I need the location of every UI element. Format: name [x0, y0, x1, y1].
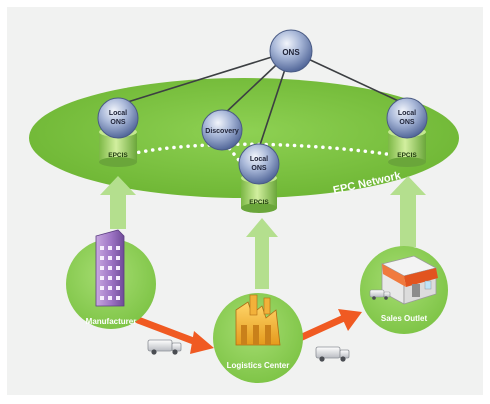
arrow-logistics-up: [246, 218, 278, 289]
manufacturer-node: Manufacturer: [66, 229, 156, 329]
factory-icon: [235, 294, 281, 346]
local-ons-sphere-left: Local ONS: [97, 97, 139, 139]
svg-text:ONS: ONS: [251, 165, 267, 172]
store-icon: [380, 255, 438, 305]
orange-flow-arrows: [134, 309, 362, 354]
svg-text:EPCIS: EPCIS: [249, 199, 269, 206]
logistics-center-node: Logistics Center: [213, 293, 303, 383]
arrow-sales-up: [390, 176, 426, 247]
arrow-manufacturer-up: [100, 176, 136, 229]
svg-text:ONS: ONS: [110, 119, 126, 126]
local-ons-sphere-right: Local ONS: [386, 97, 428, 139]
arrow-logistics-to-sales: [296, 314, 348, 342]
truck-icon: [369, 289, 391, 300]
discovery-dotted-link: [223, 141, 257, 182]
svg-text:ONS: ONS: [282, 48, 300, 57]
left-node: EPCIS Local ONS: [97, 97, 139, 167]
epcis-dotted-link: [116, 142, 409, 159]
svg-text:ONS: ONS: [399, 119, 415, 126]
truck-icon: [315, 346, 350, 362]
svg-text:Local: Local: [109, 110, 127, 117]
right-node: EPCIS Local ONS: [386, 97, 428, 167]
building-icon: [95, 229, 125, 307]
svg-text:EPCIS: EPCIS: [108, 152, 128, 159]
sales-outlet-node: Sales Outlet: [360, 246, 448, 334]
logistics-center-label: Logistics Center: [227, 361, 290, 370]
svg-text:Local: Local: [250, 156, 268, 163]
svg-text:EPCIS: EPCIS: [397, 152, 417, 159]
manufacturer-label: Manufacturer: [86, 317, 137, 326]
center-node: EPCIS Local ONS: [238, 143, 280, 213]
local-ons-sphere-center: Local ONS: [238, 143, 280, 185]
arrow-manufacturer-to-logistics: [134, 316, 200, 346]
sales-outlet-label: Sales Outlet: [381, 314, 428, 323]
discovery-sphere: Discovery: [201, 109, 243, 151]
svg-text:Local: Local: [398, 110, 416, 117]
truck-icon: [147, 339, 182, 355]
svg-text:Discovery: Discovery: [205, 128, 239, 135]
ons-root-sphere: ONS: [269, 29, 313, 73]
green-arrows: [100, 176, 426, 289]
